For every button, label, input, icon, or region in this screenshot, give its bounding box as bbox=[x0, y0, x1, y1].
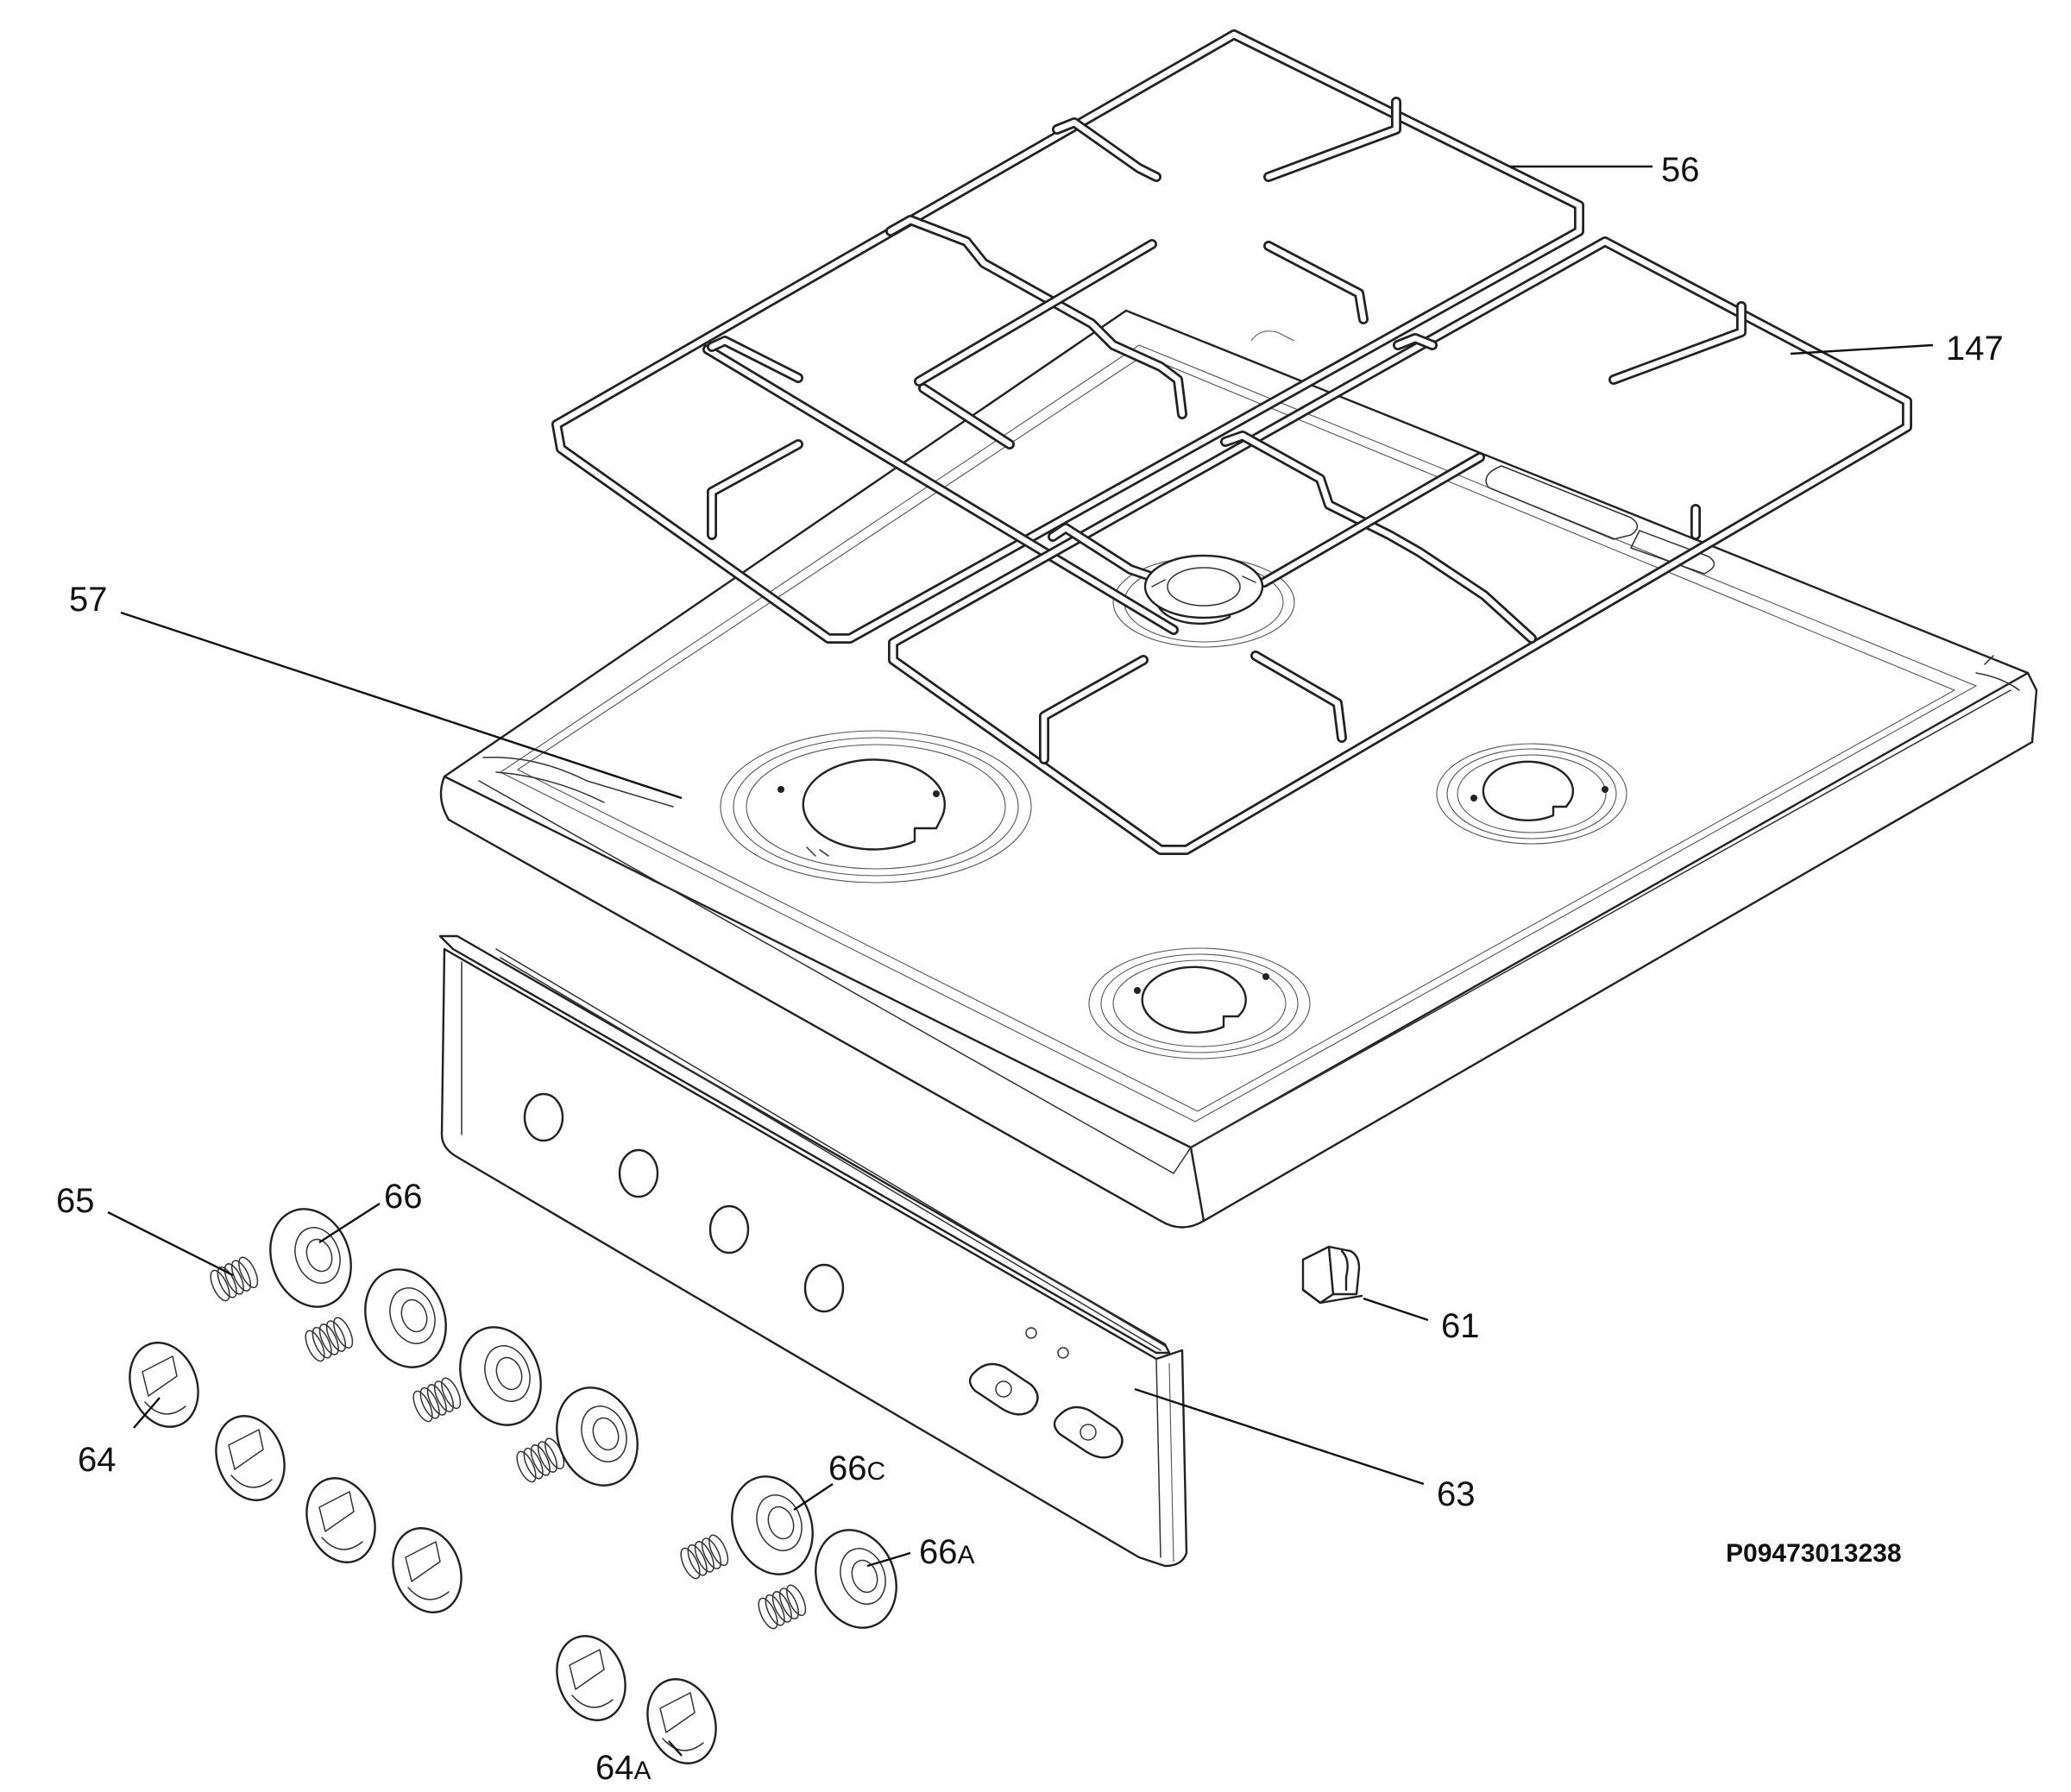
part-labels: 56 147 57 65 66 64 61 63 66C 66A 64A bbox=[56, 151, 2004, 1787]
label-63: 63 bbox=[1437, 1475, 1476, 1513]
bezel-ring-4 bbox=[556, 1386, 639, 1487]
label-147: 147 bbox=[1946, 330, 2004, 368]
control-knob-4 bbox=[392, 1527, 463, 1613]
spring-2 bbox=[305, 1317, 354, 1362]
panel-hole-3 bbox=[708, 1204, 750, 1254]
hob-rear-slots bbox=[1250, 330, 1715, 575]
spring-5 bbox=[680, 1534, 729, 1580]
panel-hole-4 bbox=[803, 1263, 845, 1313]
label-61: 61 bbox=[1441, 1307, 1480, 1345]
spring-4 bbox=[516, 1437, 565, 1483]
label-64: 64 bbox=[78, 1441, 116, 1479]
label-66c-main: 66 bbox=[828, 1449, 867, 1487]
bezel-ring-6 bbox=[815, 1529, 897, 1629]
pan-support-grate-56 bbox=[551, 29, 1584, 644]
label-65: 65 bbox=[56, 1182, 95, 1220]
panel-hole-1 bbox=[523, 1092, 564, 1142]
label-64a-main: 64 bbox=[595, 1749, 634, 1787]
spring-6 bbox=[758, 1584, 807, 1630]
label-57: 57 bbox=[69, 581, 108, 619]
burner-well-front-right bbox=[1436, 743, 1627, 845]
control-knob-3 bbox=[305, 1477, 376, 1563]
burner-well-front-centre bbox=[1088, 947, 1311, 1059]
clip-61 bbox=[1301, 1245, 1363, 1305]
spring-set bbox=[210, 1256, 807, 1630]
label-64a-sub: A bbox=[634, 1757, 652, 1785]
control-knob-2 bbox=[215, 1415, 286, 1501]
control-knob-set bbox=[129, 1342, 717, 1764]
bezel-ring-5 bbox=[731, 1475, 814, 1575]
label-66c: 66C bbox=[828, 1449, 885, 1487]
control-knob-1 bbox=[129, 1342, 199, 1428]
label-66a-main: 66 bbox=[919, 1533, 958, 1571]
bezel-ring-3 bbox=[459, 1326, 542, 1426]
control-knob-5 bbox=[556, 1635, 626, 1721]
leader-lines bbox=[107, 165, 1934, 1757]
spring-3 bbox=[412, 1377, 462, 1423]
bezel-ring-2 bbox=[364, 1268, 447, 1368]
control-knob-6 bbox=[646, 1678, 717, 1764]
label-66c-sub: C bbox=[867, 1457, 886, 1486]
control-panel-63 bbox=[438, 934, 1188, 1568]
document-code: P09473013238 bbox=[1726, 1539, 1902, 1568]
spring-1 bbox=[210, 1256, 259, 1302]
label-56: 56 bbox=[1661, 151, 1700, 189]
panel-hole-2 bbox=[618, 1148, 659, 1198]
bezel-ring-set bbox=[269, 1208, 897, 1629]
hob-top bbox=[439, 309, 2038, 1229]
burner-well-front-left bbox=[720, 730, 1032, 883]
label-66: 66 bbox=[384, 1178, 423, 1216]
label-66a-sub: A bbox=[958, 1541, 975, 1569]
pan-support-grate-147 bbox=[888, 236, 1912, 855]
label-66a: 66A bbox=[919, 1533, 975, 1571]
burner-crown-rear-centre bbox=[1143, 554, 1264, 619]
bezel-ring-1 bbox=[269, 1208, 352, 1308]
label-64a: 64A bbox=[595, 1749, 652, 1787]
